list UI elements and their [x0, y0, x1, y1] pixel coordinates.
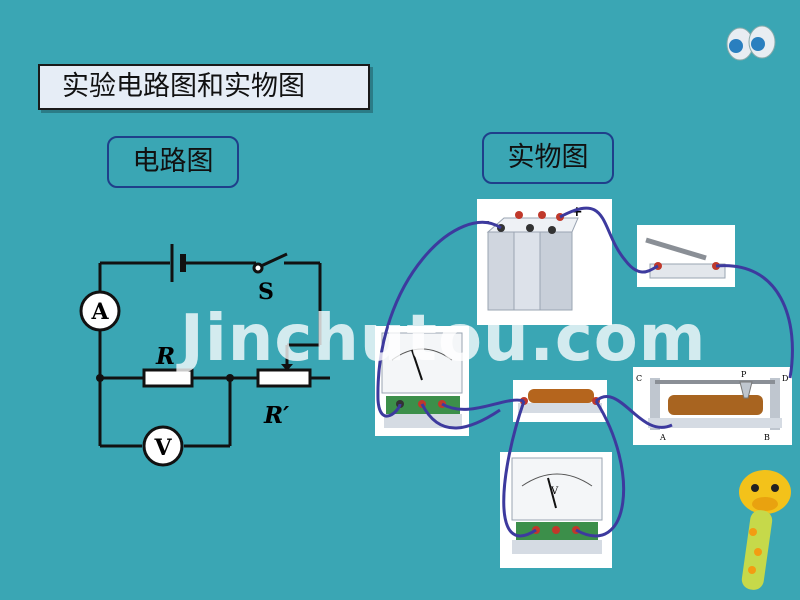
junction-dot: [96, 374, 104, 382]
battery-symbol: [170, 244, 186, 282]
rheostat-label: R′: [263, 402, 289, 429]
physical-diagram-label: 实物图: [482, 132, 614, 184]
ammeter-image: [375, 326, 469, 436]
switch-label: S: [258, 279, 274, 305]
rheostat-terminal-a: A: [659, 433, 666, 442]
slide-title: 实验电路图和实物图: [38, 64, 370, 110]
circuit-diagram-label: 电路图: [107, 136, 239, 188]
ammeter-symbol: [79, 290, 121, 332]
resistor-symbol: [142, 368, 194, 388]
rheostat-image: C D P A B: [633, 367, 792, 445]
voltmeter-unit: V: [550, 486, 559, 497]
rheostat-terminal-c: C: [636, 374, 642, 383]
battery-positive-label: +: [571, 204, 583, 220]
ammeter-letter: A: [90, 299, 109, 325]
giraffe-icon: [739, 470, 791, 590]
rheostat-terminal-p: P: [741, 370, 747, 379]
rheostat-symbol: [256, 364, 312, 388]
connecting-wires: [376, 206, 794, 538]
rheostat-terminal-d: D: [782, 374, 788, 383]
binoculars-icon: [726, 25, 776, 61]
resistor-label: R: [155, 343, 175, 370]
switch-symbol: [252, 252, 288, 274]
voltmeter-symbol: [142, 425, 184, 467]
watermark: Jinchutou.com: [180, 302, 707, 376]
rheostat-terminal-b: B: [764, 433, 770, 442]
voltmeter-letter: V: [153, 435, 172, 461]
knife-switch-image: [637, 225, 735, 287]
resistor-image: [513, 380, 607, 422]
battery-pack-image: - +: [477, 199, 612, 325]
voltmeter-image: V: [500, 452, 612, 568]
junction-dot: [226, 374, 234, 382]
